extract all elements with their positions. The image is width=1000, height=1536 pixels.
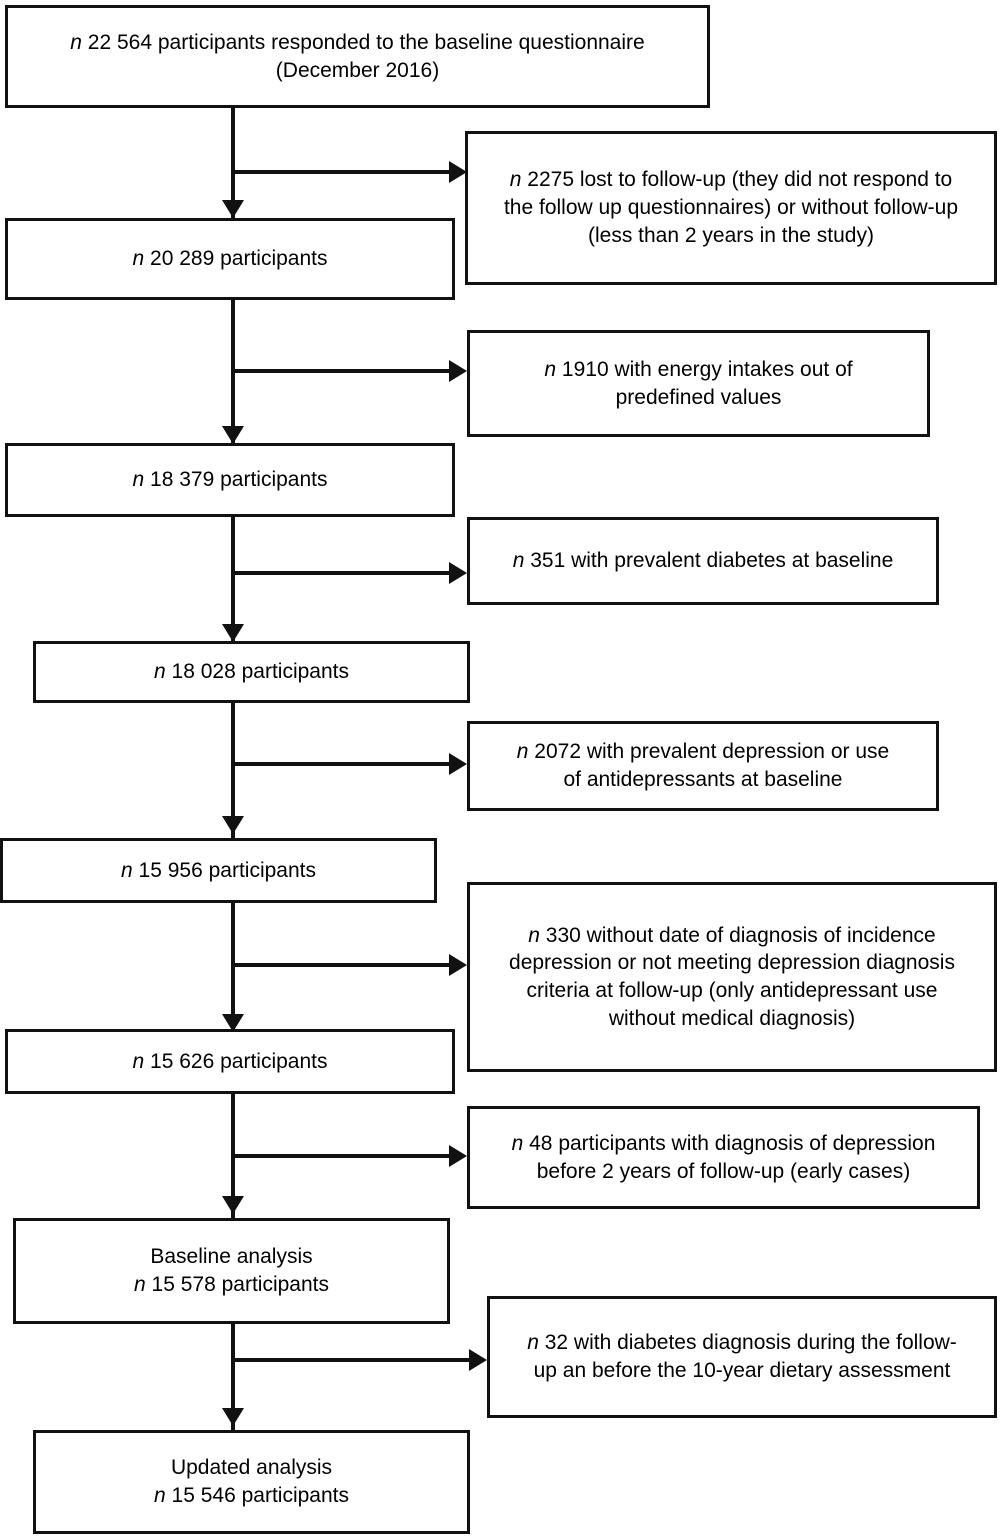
arrowhead-down-6 xyxy=(222,1196,244,1214)
arrowhead-down-3 xyxy=(222,624,244,642)
flow-box-text: n 22 564 participants responded to the b… xyxy=(70,30,645,82)
exclusion-box-no-diagnosis-date: n 330 without date of diagnosis of incid… xyxy=(467,882,997,1072)
exclusion-box-text: n 48 participants with diagnosis of depr… xyxy=(511,1131,936,1183)
exclusion-box-early-cases: n 48 participants with diagnosis of depr… xyxy=(467,1106,980,1209)
connector-branch-5 xyxy=(233,963,455,967)
connector-vertical-1 xyxy=(231,108,235,226)
arrowhead-right-7 xyxy=(469,1349,487,1371)
flow-box-after-energy-exclusion: n 18 379 participants xyxy=(5,443,455,517)
connector-branch-6 xyxy=(233,1154,455,1158)
connector-branch-1 xyxy=(233,170,455,174)
connector-branch-7 xyxy=(233,1358,475,1362)
arrowhead-down-7 xyxy=(222,1408,244,1426)
exclusion-box-lost-to-followup: n 2275 lost to follow-up (they did not r… xyxy=(465,131,997,285)
exclusion-box-diabetes-during-followup: n 32 with diabetes diagnosis during the … xyxy=(487,1296,997,1418)
exclusion-box-text: n 2275 lost to follow-up (they did not r… xyxy=(503,168,959,247)
flow-box-after-nodate-exclusion: n 15 626 participants xyxy=(5,1029,455,1094)
exclusion-box-prevalent-diabetes: n 351 with prevalent diabetes at baselin… xyxy=(467,517,939,605)
connector-vertical-5 xyxy=(231,903,235,1037)
connector-branch-2 xyxy=(233,369,455,373)
flow-box-text: n 18 379 participants xyxy=(132,468,328,492)
flow-box-after-depression-exclusion: n 15 956 participants xyxy=(0,838,437,903)
flow-box-after-loss-to-followup: n 20 289 participants xyxy=(5,218,455,300)
exclusion-box-text: n 32 with diabetes diagnosis during the … xyxy=(527,1331,957,1382)
connector-vertical-2 xyxy=(231,300,235,452)
flow-box-text: n 15 626 participants xyxy=(132,1049,328,1073)
connector-branch-4 xyxy=(233,762,455,766)
arrowhead-right-2 xyxy=(449,360,467,382)
exclusion-box-text: n 330 without date of diagnosis of incid… xyxy=(509,923,955,1030)
arrowhead-down-4 xyxy=(222,816,244,834)
connector-vertical-3 xyxy=(231,517,235,647)
arrowhead-right-1 xyxy=(449,161,467,183)
flow-box-baseline-respondents: n 22 564 participants responded to the b… xyxy=(5,5,710,108)
flow-box-after-diabetes-exclusion: n 18 028 participants xyxy=(33,641,470,703)
arrowhead-right-4 xyxy=(449,753,467,775)
flow-box-text: n 18 028 participants xyxy=(154,660,349,684)
arrowhead-right-3 xyxy=(449,562,467,584)
arrowhead-right-6 xyxy=(449,1145,467,1167)
exclusion-box-text: n 351 with prevalent diabetes at baselin… xyxy=(512,549,894,573)
arrowhead-right-5 xyxy=(449,954,467,976)
connector-vertical-4 xyxy=(231,703,235,841)
arrowhead-down-1 xyxy=(222,200,244,218)
arrowhead-down-2 xyxy=(222,426,244,444)
flow-box-text: n 20 289 participants xyxy=(132,247,328,271)
flow-box-text: n 15 956 participants xyxy=(121,858,316,882)
connector-branch-3 xyxy=(233,571,455,575)
arrowhead-down-5 xyxy=(222,1014,244,1032)
connector-vertical-7 xyxy=(231,1324,235,1434)
